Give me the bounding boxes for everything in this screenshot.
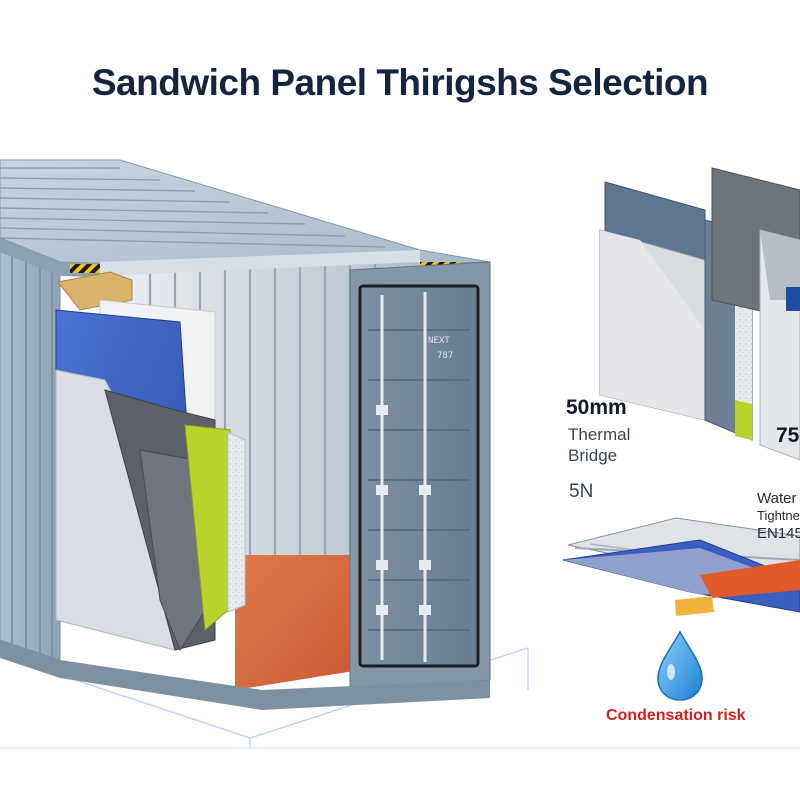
thermal-bridge-label-line2: Bridge: [568, 446, 618, 465]
side-wall-ribs: [11, 244, 53, 658]
thickness-75-label: 75: [776, 424, 800, 447]
seal-tape-yellow: [675, 596, 714, 616]
spec-5n-label: 5N: [569, 481, 594, 502]
interior-ceiling: [100, 250, 420, 276]
water-drop-icon: [657, 630, 703, 701]
water-tightness-label-line1: Water: [757, 490, 797, 507]
panel-layer-foam-core: [227, 431, 246, 613]
door-handles: [376, 405, 431, 615]
water-tightness-label-line2: Tightne: [757, 508, 800, 523]
page-title: Sandwich Panel Thirigshs Selection: [91, 62, 709, 103]
container-floor: [235, 555, 360, 690]
sandwich-panel-layers: [55, 271, 246, 652]
shipping-container-illustration: NEXT 787: [0, 159, 800, 749]
thickness-50mm-label: 50mm: [566, 396, 627, 419]
door-marking-1: NEXT: [428, 336, 450, 346]
panel-75-badge: [786, 287, 800, 311]
condensation-risk-label: Condensation risk: [606, 707, 746, 724]
water-tightness-label-line3: EN145: [757, 525, 800, 542]
container-base-rail: [0, 640, 490, 710]
door-marking-2: 787: [437, 351, 453, 361]
water-drop-highlight: [667, 664, 675, 680]
hazard-stripe-left: [70, 264, 102, 273]
door-ribs: [368, 329, 470, 631]
seal-tape-orange: [700, 560, 800, 598]
thermal-bridge-label-line1: Thermal: [568, 425, 631, 444]
roof-corrugation: [0, 167, 386, 248]
panel-layer-wood: [57, 271, 133, 311]
door-locking-bars[interactable]: [380, 292, 427, 662]
water-tightness-strip: [562, 517, 800, 616]
panel-sample-75mm: [711, 167, 800, 461]
